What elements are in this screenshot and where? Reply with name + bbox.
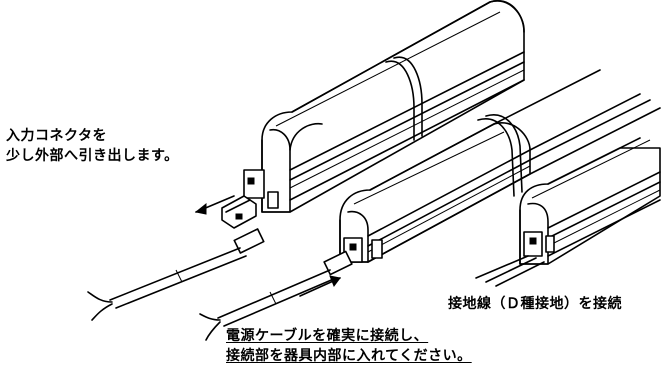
power-cable-middle	[199, 250, 353, 341]
ground-wire	[475, 255, 545, 287]
power-cable-left	[87, 228, 265, 321]
ground-wire-label: 接地線（Ｄ種接地）を接続	[448, 296, 622, 312]
input-connector	[221, 195, 257, 229]
insert-arrow	[299, 275, 341, 297]
pull-out-instruction-line2: 少し外部へ引き出します。	[6, 148, 179, 164]
pull-out-instruction-line1: 入力コネクタを	[6, 128, 107, 144]
light-fixture-top	[243, 0, 525, 213]
connect-instruction-line2: 接続部を器具内部に入れてください。	[226, 348, 472, 364]
pull-arrow	[194, 195, 235, 215]
light-fixture-right	[519, 137, 661, 265]
connect-instruction-line1: 電源ケーブルを確実に接続し、	[226, 328, 429, 344]
